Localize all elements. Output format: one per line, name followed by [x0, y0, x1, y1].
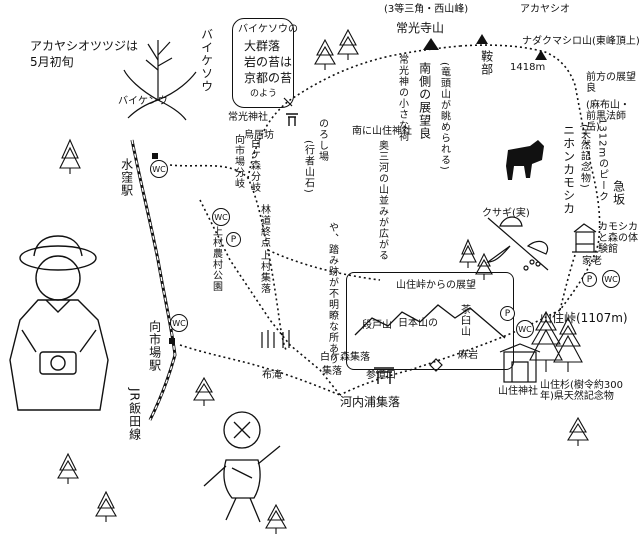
baikeisou-plant-illustration [123, 40, 197, 121]
callout-line-5: のよう [250, 89, 278, 99]
baikeisou-label: バイケソウ [199, 28, 214, 93]
yamazumi-shrine-illustration [499, 343, 541, 383]
kusagi-branch-illustration [486, 216, 549, 271]
family-home-label: 家老 [582, 256, 602, 267]
gyoja-label: (行者山石) [302, 140, 314, 194]
baikeisou-stem-label: バイケンウ [118, 96, 168, 107]
peak-1312-label: 1312mのピーク [596, 118, 608, 203]
baikeisou-callout-box [232, 18, 294, 108]
river-marks [261, 330, 290, 348]
parking-icon-yamazumi: P [500, 306, 515, 321]
shoko-shrine-label: 常光神社 [228, 112, 268, 123]
kurabu-label: 鞍部 [479, 50, 494, 76]
wc-icon-mukaiichiba: WC [170, 314, 188, 332]
steep-slope-label: 急坂 [611, 180, 626, 206]
hokkaido-peak-label: 日本山の [398, 318, 438, 329]
callout-line-4: 京都の苔 [244, 71, 293, 85]
nunose-label: 布滝 [262, 370, 282, 381]
nadaku-summit-icon [535, 50, 547, 60]
view-panorama-box [346, 272, 514, 370]
callout-line-2: 大群落 [244, 39, 281, 53]
shirogamori-settlement-label: 白ケ森集落 [320, 352, 370, 363]
kamoshika-illustration [506, 140, 544, 180]
callout-line-3: 岩の苔は [244, 55, 293, 69]
kusagi-label: クサギ(実) [482, 208, 530, 219]
mizukubo-station-marker [152, 153, 158, 159]
iwaya-label: 麻岩 [458, 350, 478, 361]
mizukubo-station-label: 水窪駅 [119, 158, 134, 197]
view-panorama-ridge [354, 304, 506, 339]
south-view-label: 南側の展望良 [417, 62, 432, 140]
parking-icon-deer-house: P [582, 272, 597, 287]
mukaiichiba-branch-label: 向市場分岐 [232, 134, 244, 189]
sugi-note-label: 山住杉(樹令約300年)県天然記念物 [540, 380, 623, 402]
jr-iida-line-label: JR飯田線 [127, 388, 142, 441]
view-panorama-title: 山住峠からの展望 [396, 280, 476, 291]
joukouji-summit-icon [423, 38, 439, 50]
hiker-illustration [9, 235, 109, 411]
noroshi-label: のろし場 [316, 118, 328, 162]
joukouji-summit-label: 常光寺山 [396, 21, 445, 35]
iwa-cliff-label: 烏居坊 [244, 130, 274, 141]
settlement-sign-label: 集落 [322, 366, 342, 377]
deer-house-label: カモシカと森の体験館 [598, 222, 638, 255]
wc-icon-mizukubo: WC [150, 160, 168, 178]
mukaiichiba-station-marker [169, 338, 175, 344]
tree-icons [57, 28, 589, 534]
akayashio-label: アカヤシオ [520, 4, 570, 15]
yamazumi-shrine-south-label: 南に山住神社 [352, 126, 412, 137]
kamoshika-label: ニホンカモシカ [561, 124, 576, 215]
taro-yama-label: 段戸山 [362, 320, 392, 331]
railway-line [130, 139, 177, 421]
chausu-label: 茶臼山 [458, 304, 470, 337]
deer-house-illustration [572, 223, 598, 253]
kawachiura-settlement-label: 河内浦集落 [340, 395, 401, 409]
mukaiichiba-station-label: 向市場駅 [147, 320, 162, 372]
east-peaks-view-label: 前方の展望良 [586, 72, 636, 94]
three-peaks-label: (3等三角・西山峰) [384, 4, 469, 15]
torii-icon [286, 113, 394, 384]
callout-line-1: バイケソウの [238, 24, 298, 35]
hiking-trail [169, 44, 601, 396]
faint-trail-note: や、踏み跡が不明瞭な所あり [326, 222, 338, 365]
nadaku-summit-label: ナダクマシロ山(東峰頂上) [522, 36, 640, 47]
wc-icon-kamimura: WC [212, 208, 230, 226]
natural-monument-label: (天然記念物) [578, 124, 590, 189]
child-hiker-illustration [203, 411, 281, 523]
kamimura-settlement-label: 上村集落 [258, 250, 270, 294]
shirogamori-branch-label: 白ケ森分岐 [248, 138, 260, 193]
forest-road-end-label: 林道終点 [258, 204, 270, 248]
azalea-note-line-1: アカヤシオツツジは [30, 39, 139, 53]
wc-icon-deer-house: WC [602, 270, 620, 288]
azalea-note-line-2: 5月初旬 [30, 55, 74, 69]
mikawa-label: 奥三河の山並みが広がる [376, 140, 388, 261]
altitude-1418-label: 1418m [510, 62, 546, 73]
parking-icon-kamimura: P [226, 232, 241, 247]
small-shrine-label: 常光神の小さな祠 [396, 54, 408, 142]
sando-entrance-label: 参道口 [366, 370, 396, 381]
east-peaks-names-label: (麻布山・前黒法師岳) [586, 100, 630, 133]
kamimura-farm-park-label: 上村農村公園 [210, 226, 222, 292]
yamazumi-gate-label: 山住神社 [498, 386, 538, 397]
ryuto-view-label: (竜頭山が眺められる) [438, 62, 450, 171]
yamazumi-pass-label: 山住峠(1107m) [540, 311, 628, 325]
wc-icon-yamazumi: WC [516, 320, 534, 338]
kurabu-summit-icon [476, 34, 488, 44]
